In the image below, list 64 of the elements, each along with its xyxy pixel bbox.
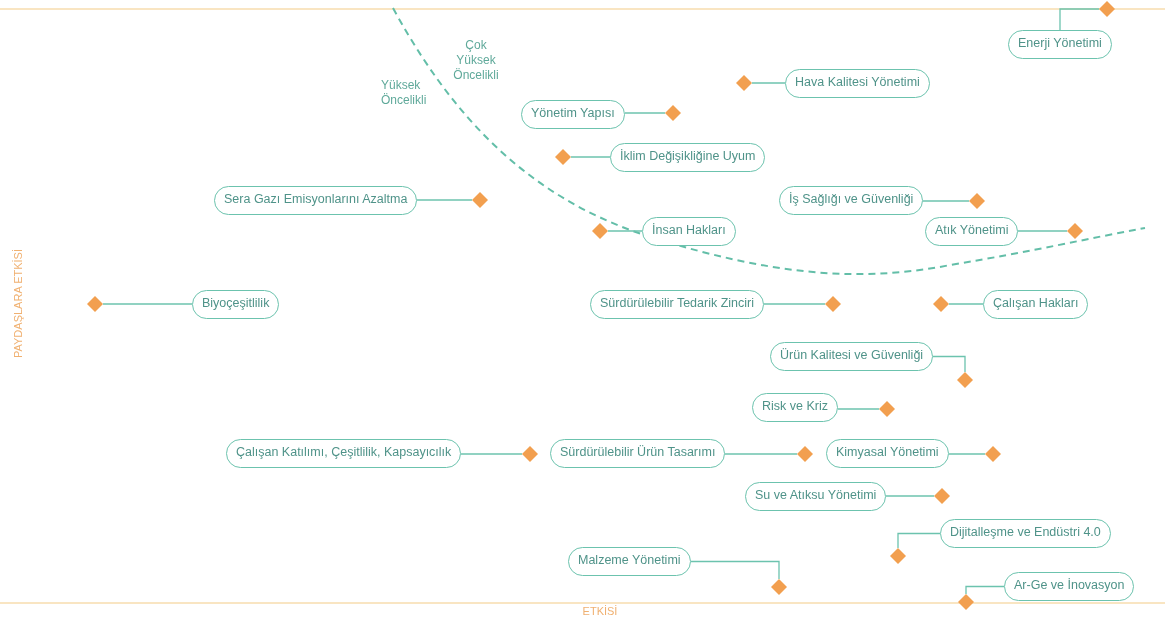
leader-line	[416, 199, 473, 201]
topic-pill: Su ve Atıksu Yönetimi	[745, 481, 887, 511]
topic-pill: Kimyasal Yönetimi	[826, 438, 949, 468]
leader-line	[724, 453, 798, 455]
leader-line	[751, 82, 786, 84]
leader-line	[607, 230, 643, 232]
diamond-marker	[933, 487, 951, 505]
axis-title: PAYDAŞLARA ETKİSİ	[10, 248, 25, 360]
leader-line	[932, 355, 966, 373]
topic-pill: Sürdürülebilir Ürün Tasarımı	[550, 438, 726, 468]
leader-line	[763, 303, 826, 305]
topic-pill: Ürün Kalitesi ve Güvenliği	[770, 341, 934, 371]
topic-pill: Hava Kalitesi Yönetimi	[785, 68, 930, 98]
topic-pill: Malzeme Yönetimi	[568, 546, 691, 576]
diamond-marker	[957, 593, 975, 611]
diamond-marker	[554, 148, 572, 166]
topic-pill: Biyoçeşitlilik	[192, 289, 280, 319]
topic-pill: Ar-Ge ve İnovasyon	[1004, 571, 1135, 601]
diamond-marker	[1098, 0, 1116, 18]
leader-line	[570, 156, 611, 158]
topic-pill: Yönetim Yapısı	[521, 99, 625, 129]
priority-zone-label: Çok Yüksek Öncelikli	[452, 38, 500, 83]
priority-zone-label: Yüksek Öncelikli	[381, 78, 428, 108]
topic-pill: Çalışan Hakları	[983, 289, 1089, 319]
diamond-marker	[735, 74, 753, 92]
topic-pill: Sürdürülebilir Tedarik Zinciri	[590, 289, 764, 319]
diamond-marker	[770, 578, 788, 596]
topic-pill: İklim Değişikliğine Uyum	[610, 142, 766, 172]
topic-pill: İnsan Hakları	[642, 216, 736, 246]
leader-line	[460, 453, 523, 455]
diamond-marker	[471, 191, 489, 209]
diamond-marker	[984, 445, 1002, 463]
leader-line	[102, 303, 193, 305]
diamond-marker	[968, 192, 986, 210]
diamond-marker	[956, 371, 974, 389]
diamond-marker	[86, 295, 104, 313]
leader-line	[837, 408, 880, 410]
diamond-marker	[932, 295, 950, 313]
diamond-marker	[878, 400, 896, 418]
topic-pill: Enerji Yönetimi	[1008, 29, 1112, 59]
topic-pill: Atık Yönetimi	[925, 216, 1019, 246]
topic-pill: Risk ve Kriz	[752, 392, 838, 422]
leader-line	[948, 453, 986, 455]
diamond-marker	[664, 104, 682, 122]
axis-title: ETKİSİ	[581, 604, 619, 619]
diamond-marker	[824, 295, 842, 313]
topic-pill: İş Sağlığı ve Güvenliği	[779, 185, 924, 215]
diamond-marker	[796, 445, 814, 463]
diamond-marker	[889, 547, 907, 565]
diamond-marker	[521, 445, 539, 463]
leader-line	[624, 112, 666, 114]
leader-line	[965, 585, 1005, 595]
leader-line	[948, 303, 984, 305]
topic-pill: Sera Gazı Emisyonlarını Azaltma	[214, 185, 418, 215]
leader-line	[690, 560, 780, 580]
leader-line	[922, 200, 970, 202]
diamond-marker	[591, 222, 609, 240]
leader-line	[885, 495, 935, 497]
topic-pill: Çalışan Katılımı, Çeşitlilik, Kapsayıcılık	[226, 438, 462, 468]
leader-line	[1059, 8, 1100, 31]
topic-pill: Dijitalleşme ve Endüstri 4.0	[940, 518, 1111, 548]
leader-line	[897, 532, 941, 549]
diamond-marker	[1066, 222, 1084, 240]
leader-line	[1017, 230, 1068, 232]
